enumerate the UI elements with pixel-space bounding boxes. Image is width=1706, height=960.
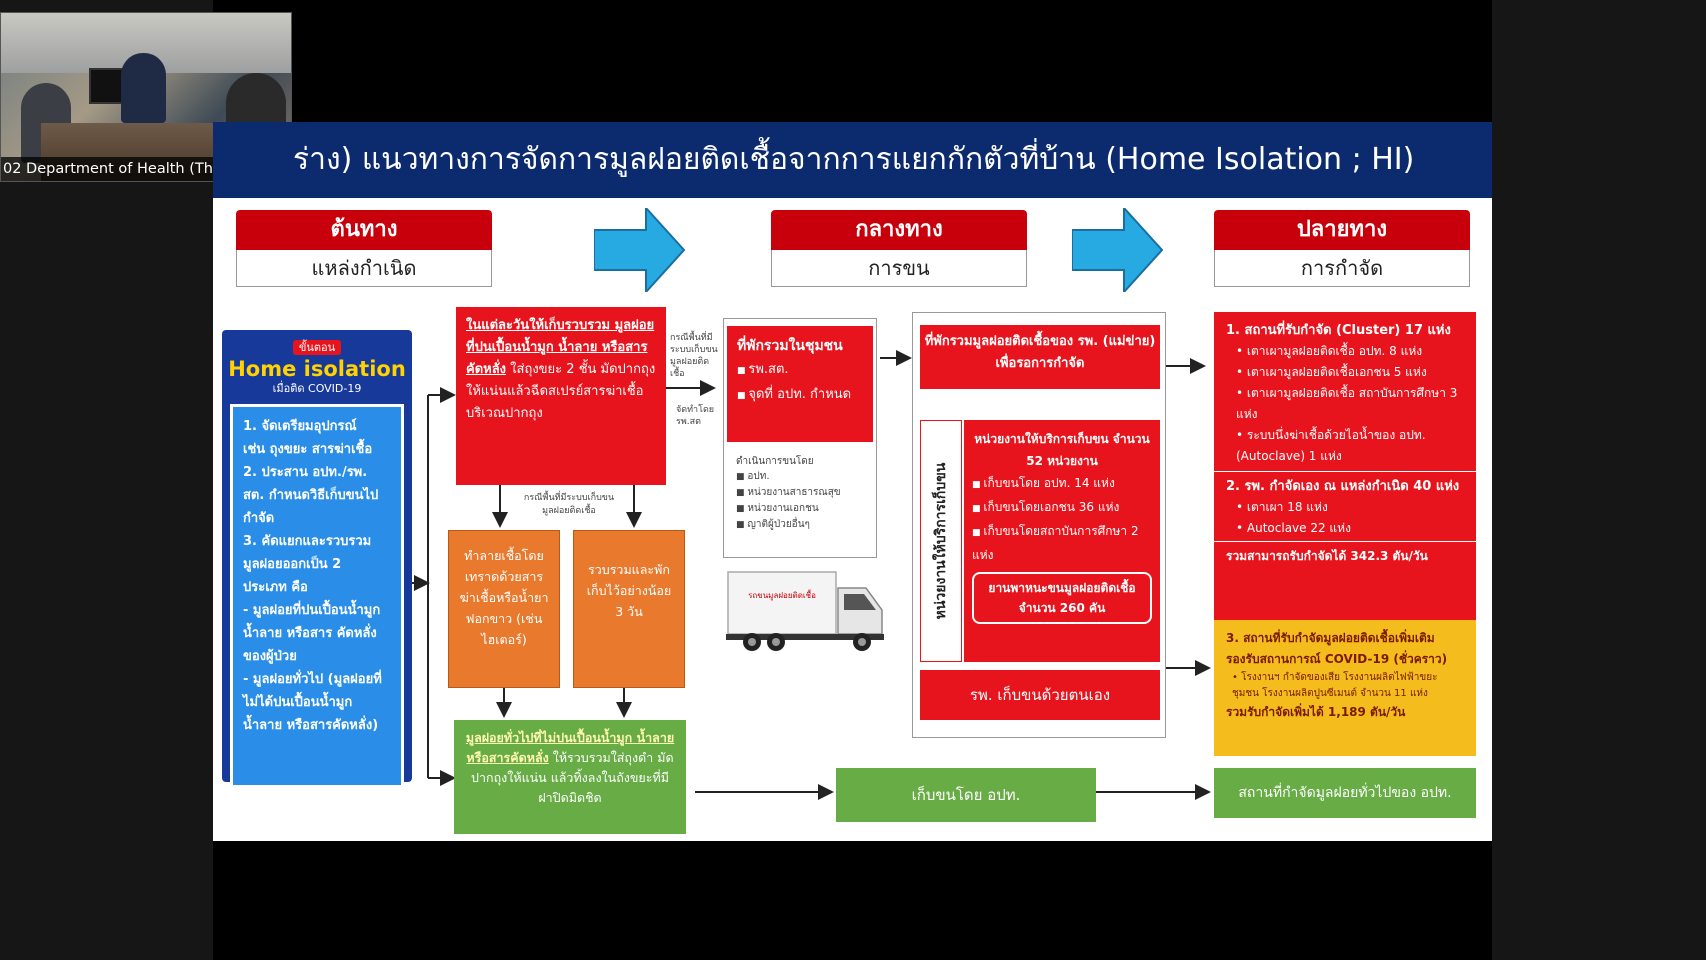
general-underline-text: มูลฝอยทั่วไปที่ไม่ปนเปื้อนน้ำมูก น้ำลาย … xyxy=(465,730,675,765)
service-title: หน่วยงานให้บริการเก็บขน จำนวน 52 หน่วยงา… xyxy=(974,432,1150,468)
step-line: - มูลฝอยที่ปนเปื้อนน้ำมูก xyxy=(243,603,381,618)
community-item: จุดที่ อปท. กำหนด xyxy=(737,383,863,408)
step-line: 2. ประสาน อปท./รพ. xyxy=(243,465,368,480)
side-note-1: กรณีพื้นที่มีระบบเก็บขนมูลฝอยติดเชื้อ xyxy=(670,333,718,379)
step-line: กำจัด xyxy=(243,511,275,526)
collect-rest-text: ใส่ถุงขยะ 2 ชั้น มัดปากถุงให้แน่นแล้วฉีด… xyxy=(466,362,656,421)
general-waste-box: มูลฝอยทั่วไปที่ไม่ปนเปื้อนน้ำมูก น้ำลาย … xyxy=(454,720,686,834)
operator-item: ญาติผู้ป่วยอื่นๆ xyxy=(736,517,872,533)
cluster-item: เตาเผามูลฝอยติดเชื้อ อปท. 8 แห่ง xyxy=(1226,341,1464,362)
section-source-sub: แหล่งกำเนิด xyxy=(236,250,492,287)
home-isolation-panel: ขั้นตอน Home isolation เมื่อติด COVID-19… xyxy=(222,330,412,788)
right-margin xyxy=(1492,0,1706,960)
extra-title: 3. สถานที่รับกำจัดมูลฝอยติดเชื้อเพิ่มเติ… xyxy=(1226,631,1448,666)
flow-arrow-icon xyxy=(1072,208,1164,292)
disposal-sites-box: 1. สถานที่รับกำจัด (Cluster) 17 แห่ง เตา… xyxy=(1214,312,1476,620)
general-rest-text: ให้รวบรวมใส่ถุงดำ มัดปากถุงให้แน่น แล้วท… xyxy=(471,750,674,805)
extra-item: โรงงานฯ กำจัดของเสีย โรงงานผลิตไฟฟ้าขยะช… xyxy=(1226,670,1464,702)
hospital-storage-box: ที่พักรวมมูลฝอยติดเชื้อของ รพ. (แม่ข่าย)… xyxy=(920,325,1160,389)
section-transport: กลางทาง การขน xyxy=(771,210,1027,287)
general-disposal-site-box: สถานที่กำจัดมูลฝอยทั่วไปของ อปท. xyxy=(1214,768,1476,818)
community-storage-title: ที่พักรวมในชุมชน xyxy=(737,338,843,354)
step-line: น้ำลาย หรือสารคัดหลั่ง) xyxy=(243,718,379,733)
step-line: 1. จัดเตรียมอุปกรณ์ xyxy=(243,419,357,434)
vertical-service-label: หน่วยงานให้บริการเก็บขน xyxy=(933,462,949,620)
flow-arrow-icon xyxy=(594,208,686,292)
step-line: สต. กำหนดวิธีเก็บขนไป xyxy=(243,488,379,503)
step-line: - มูลฝอยทั่วไป (มูลฝอยที่ xyxy=(243,672,382,687)
section-disposal-sub: การกำจัด xyxy=(1214,250,1470,287)
operators-list: ดำเนินการขนโดย อปท. หน่วยงานสาธารณสุข หน… xyxy=(736,454,872,533)
service-item: เก็บขนโดยเอกชน 36 แห่ง xyxy=(972,496,1152,520)
store-3-days-box: รวบรวมและพักเก็บไว้อย่างน้อย 3 วัน xyxy=(573,530,685,688)
cluster-item: ระบบนึ่งฆ่าเชื้อด้วยไอน้ำของ อปท. (Autoc… xyxy=(1226,425,1464,467)
onsite-title: 2. รพ. กำจัดเอง ณ แหล่งกำเนิด 40 แห่ง xyxy=(1214,471,1476,497)
cluster-item: เตาเผามูลฝอยติดเชื้อ สถาบันการศึกษา 3 แห… xyxy=(1226,383,1464,425)
slide-title: ร่าง) แนวทางการจัดการมูลฝอยติดเชื้อจากกา… xyxy=(213,122,1492,198)
cluster-item: เตาเผามูลฝอยติดเชื้อเอกชน 5 แห่ง xyxy=(1226,362,1464,383)
step-line: ไม่ได้ปนเปื้อนน้ำมูก xyxy=(243,695,353,710)
operator-item: อปท. xyxy=(736,469,872,485)
operator-item: หน่วยงานสาธารณสุข xyxy=(736,485,872,501)
area-note: กรณีพื้นที่มีระบบเก็บขนมูลฝอยติดเชื้อ xyxy=(523,493,615,516)
section-source: ต้นทาง แหล่งกำเนิด xyxy=(236,210,492,287)
operator-item: หน่วยงานเอกชน xyxy=(736,501,872,517)
step-line: 3. คัดแยกและรวบรวม xyxy=(243,534,372,549)
service-item: เก็บขนโดยสถาบันการศึกษา 2 แห่ง xyxy=(972,520,1152,566)
capacity-text: รวมสามารถรับกำจัดได้ 342.3 ตัน/วัน xyxy=(1214,541,1476,567)
section-transport-head: กลางทาง xyxy=(771,210,1027,250)
service-units-box: หน่วยงานให้บริการเก็บขน จำนวน 52 หน่วยงา… xyxy=(964,420,1160,662)
section-disposal-head: ปลายทาง xyxy=(1214,210,1470,250)
step-line: น้ำลาย หรือสาร คัดหลั่ง xyxy=(243,626,377,641)
community-storage-box: ที่พักรวมในชุมชน รพ.สต. จุดที่ อปท. กำหน… xyxy=(727,326,873,442)
onsite-item: Autoclave 22 แห่ง xyxy=(1226,518,1464,539)
side-note-2: จัดทำโดยรพ.สต xyxy=(676,405,715,427)
truck-icon: รถขนมูลฝอยติดเชื้อ xyxy=(726,571,884,651)
section-transport-sub: การขน xyxy=(771,250,1027,287)
section-disposal: ปลายทาง การกำจัด xyxy=(1214,210,1470,287)
home-isolation-subtitle: เมื่อติด COVID-19 xyxy=(272,382,362,395)
vehicles-box: ยานพาหนะขนมูลฝอยติดเชื้อ จำนวน 260 คัน xyxy=(972,572,1152,624)
collect-infectious-waste-box: ในแต่ละวันให้เก็บรวบรวม มูลฝอยที่ปนเปื้อ… xyxy=(456,307,666,485)
section-source-head: ต้นทาง xyxy=(236,210,492,250)
community-item: รพ.สต. xyxy=(737,358,863,383)
home-isolation-title: Home isolation xyxy=(228,357,406,381)
collect-underline-text: ในแต่ละวันให้เก็บรวบรวม มูลฝอยที่ปนเปื้อ… xyxy=(466,318,655,377)
operators-title: ดำเนินการขนโดย xyxy=(736,456,814,467)
disinfect-box: ทำลายเชื้อโดยเทราดด้วยสารฆ่าเชื้อหรือน้ำ… xyxy=(448,530,560,688)
self-collect-box: รพ. เก็บขนด้วยตนเอง xyxy=(920,670,1160,720)
extra-disposal-box: 3. สถานที่รับกำจัดมูลฝอยติดเชื้อเพิ่มเติ… xyxy=(1214,620,1476,756)
truck-label: รถขนมูลฝอยติดเชื้อ xyxy=(748,589,816,601)
home-isolation-steps: 1. จัดเตรียมอุปกรณ์ เช่น ถุงขยะ สารฆ่าเช… xyxy=(230,404,404,788)
service-item: เก็บขนโดย อปท. 14 แห่ง xyxy=(972,472,1152,496)
video-person xyxy=(121,53,166,123)
extra-total: รวมรับกำจัดเพิ่มได้ 1,189 ตัน/วัน xyxy=(1226,705,1406,719)
step-line: เช่น ถุงขยะ สารฆ่าเชื้อ xyxy=(243,442,373,457)
steps-badge: ขั้นตอน xyxy=(292,340,342,355)
step-line: ของผู้ป่วย xyxy=(243,649,297,664)
step-line: ประเภท คือ xyxy=(243,580,308,595)
onsite-item: เตาเผา 18 แห่ง xyxy=(1226,497,1464,518)
step-line: มูลฝอยออกเป็น 2 xyxy=(243,557,342,572)
cluster-title: 1. สถานที่รับกำจัด (Cluster) 17 แห่ง xyxy=(1226,323,1451,338)
vertical-label-frame: หน่วยงานให้บริการเก็บขน xyxy=(920,420,962,662)
collect-general-box: เก็บขนโดย อปท. xyxy=(836,768,1096,822)
